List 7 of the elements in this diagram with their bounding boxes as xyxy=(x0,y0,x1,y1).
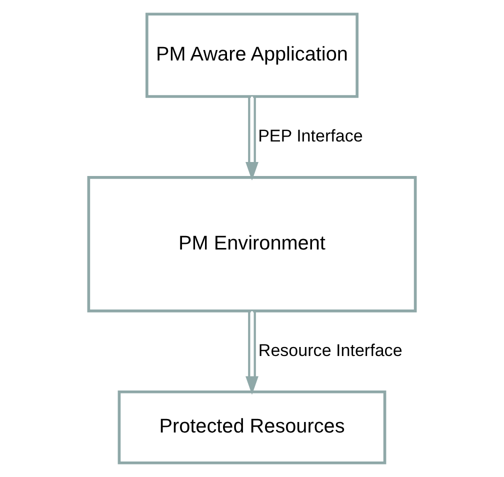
node-box: PM Environment xyxy=(87,176,417,312)
arrow xyxy=(246,311,258,395)
edge-label: Resource Interface xyxy=(258,340,402,360)
node-box: Protected Resources xyxy=(118,390,386,464)
node-box: PM Aware Application xyxy=(146,12,358,98)
arrow xyxy=(246,96,258,181)
edge-label: PEP Interface xyxy=(258,126,363,146)
